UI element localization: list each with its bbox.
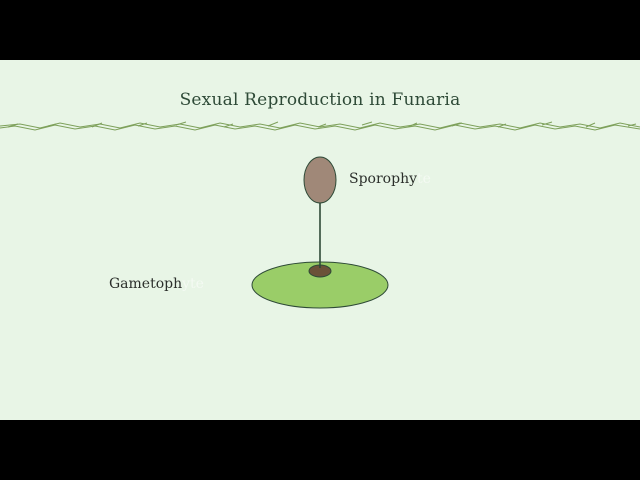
diagram-title: Sexual Reproduction in Funaria: [179, 90, 461, 110]
funaria-diagram: [0, 121, 640, 309]
sporophyte-label-faded: te: [417, 171, 431, 187]
sporophyte-capsule: [303, 156, 337, 204]
sporophyte-label-visible: Sporophy: [349, 171, 417, 187]
sporophyte-label: Sporophyte: [349, 171, 431, 187]
gametophyte-label: Gametophyte: [109, 276, 204, 292]
gametophyte-label-faded: yte: [182, 276, 204, 292]
letterbox-top: [0, 0, 640, 60]
letterbox-bottom: [0, 420, 640, 480]
grass-line: [0, 121, 640, 131]
gametophyte-label-visible: Gametoph: [109, 276, 183, 292]
diagram-canvas: Sexual Reproduction in Funaria Sporophyt…: [0, 60, 640, 420]
